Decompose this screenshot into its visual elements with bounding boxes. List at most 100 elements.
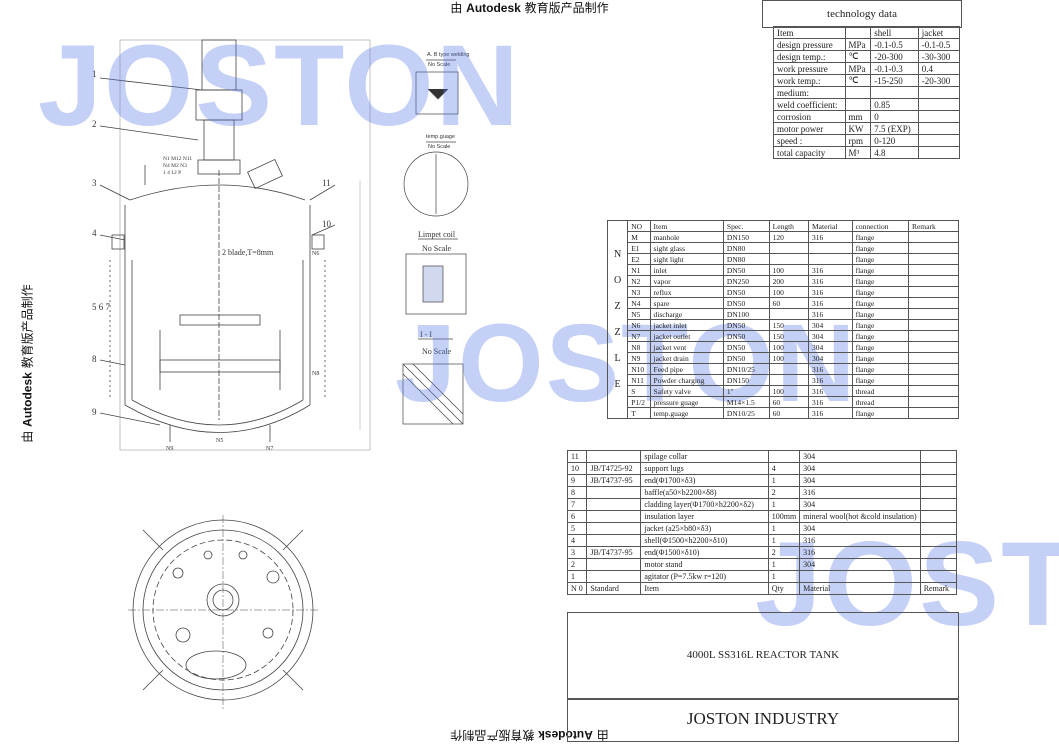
nozzle-row-cell: flange <box>851 363 909 375</box>
parts-row-cell: 100mm <box>767 510 801 523</box>
detail4-title: I - I <box>420 330 432 339</box>
nozzle-header-cell: Item <box>649 220 724 232</box>
nozzle-row-cell: M <box>627 231 651 243</box>
nozzle-row-cell: 304 <box>808 352 853 364</box>
parts-row-cell: 2 <box>566 558 588 571</box>
nozzle-row-cell: N9 <box>627 352 651 364</box>
nozzle-row-cell: DN50 <box>722 264 770 276</box>
tech-row-cell: design pressure <box>773 38 846 51</box>
nozzle-row-cell <box>907 253 960 265</box>
parts-row-cell: 9 <box>566 474 588 487</box>
nozzle-row-cell: 200 <box>768 275 810 287</box>
nozzle-row-cell: flange <box>851 341 909 353</box>
parts-row-cell: 316 <box>799 486 921 499</box>
nozzle-row-cell: pressure guage <box>649 396 724 408</box>
nozzle-row-cell: DN50 <box>722 297 770 309</box>
balloon-10: 10 <box>322 219 332 229</box>
tech-row: design temp.:℃-20-300-30-300 <box>773 50 961 63</box>
parts-row-cell: 4 <box>767 462 801 475</box>
parts-row-cell: cladding layer(Φ1700×h2200×δ2) <box>640 498 769 511</box>
nozzle-row-cell <box>907 275 960 287</box>
nozzle-row-cell: jacket vent <box>649 341 724 353</box>
tech-row-cell: mm <box>844 110 872 123</box>
nozzle-row-cell: S <box>627 385 651 397</box>
joston-overlay-1: JOSTON <box>38 22 521 150</box>
nozzle-row-cell <box>808 253 853 265</box>
tech-row-cell: weld coefficient: <box>773 98 846 111</box>
parts-row-cell: 316 <box>799 546 921 559</box>
detail3-scale: No Scale <box>422 244 452 253</box>
tech-row-cell <box>917 98 961 111</box>
nozzle-row-cell: flange <box>851 264 909 276</box>
parts-header-cell: Remark <box>919 582 958 595</box>
nozzle-row-cell: flange <box>851 275 909 287</box>
nozzle-row-cell: 316 <box>808 264 853 276</box>
nozzle-row-cell: reflux <box>649 286 724 298</box>
nozzle-row-cell: 316 <box>808 275 853 287</box>
parts-row-cell: 1 <box>767 558 801 571</box>
parts-row-cell: 1 <box>767 570 801 583</box>
nozzle-row-cell: Powder charging <box>649 374 724 386</box>
nozzle-row-cell <box>907 242 960 254</box>
tech-row-cell: -20-300 <box>870 50 919 63</box>
tech-row-cell <box>917 86 961 99</box>
nozzle-row-cell: E1 <box>627 242 651 254</box>
nozzle-row-cell <box>768 253 810 265</box>
tech-row-cell: ℃ <box>844 50 872 63</box>
tech-row-cell: work pressure <box>773 62 846 75</box>
parts-row-cell: 1 <box>566 570 588 583</box>
nozzle-row-cell: flange <box>851 242 909 254</box>
nozzle-row-cell <box>907 231 960 243</box>
nozzle-row-cell: 60 <box>768 396 810 408</box>
tech-row-cell: KW <box>844 122 872 135</box>
nozzle-row-cell: 316 <box>808 286 853 298</box>
nozzle-row-cell: flange <box>851 308 909 320</box>
tank-elevation-drawing: 1 2 3 4 5 6 7 8 9 10 11 2 blade,T=8mm N1… <box>92 39 371 452</box>
nozzle-row-cell <box>907 396 960 408</box>
nozzle-row-cell: flange <box>851 330 909 342</box>
parts-row-cell <box>919 510 958 523</box>
nozzle-row-cell: flange <box>851 319 909 331</box>
nozzle-row-cell: jacket inlet <box>649 319 724 331</box>
tech-header-cell: jacket <box>917 26 961 39</box>
nozzle-row-cell: 316 <box>808 308 853 320</box>
nozzle-row-cell: N6 <box>627 319 651 331</box>
nozzle-row-cell: spare <box>649 297 724 309</box>
nozzle-row-cell: flange <box>851 297 909 309</box>
nozzle-row-cell: DN10/25 <box>722 407 770 419</box>
parts-row-cell: 2 <box>767 546 801 559</box>
tech-row-cell: total capacity <box>773 146 846 159</box>
nozzle-row-cell: 304 <box>808 330 853 342</box>
balloon-2: 2 <box>92 119 97 129</box>
parts-row-cell: motor stand <box>640 558 769 571</box>
nozzle-row-cell: T <box>627 407 651 419</box>
tech-row-cell <box>870 86 919 99</box>
tech-row-cell: speed : <box>773 134 846 147</box>
nozzle-row-cell <box>907 308 960 320</box>
watermark-left: 由 Autodesk 教育版产品制作 <box>20 284 35 443</box>
nozzle-row-cell: temp.guage <box>649 407 724 419</box>
parts-row-cell: JB/T4737-95 <box>586 474 642 487</box>
nozzle-row-cell: 316 <box>808 396 853 408</box>
nozzle-row-cell: vapor <box>649 275 724 287</box>
nozzle-row-cell <box>768 308 810 320</box>
nozzle-row-cell: N3 <box>627 286 651 298</box>
tech-row-cell <box>844 98 872 111</box>
nozzle-row-cell: N1 <box>627 264 651 276</box>
nozzle-row-cell: DN50 <box>722 319 770 331</box>
balloon-1: 1 <box>92 69 97 79</box>
parts-row-cell <box>919 498 958 511</box>
nozzle-row-cell: DN150 <box>722 374 770 386</box>
